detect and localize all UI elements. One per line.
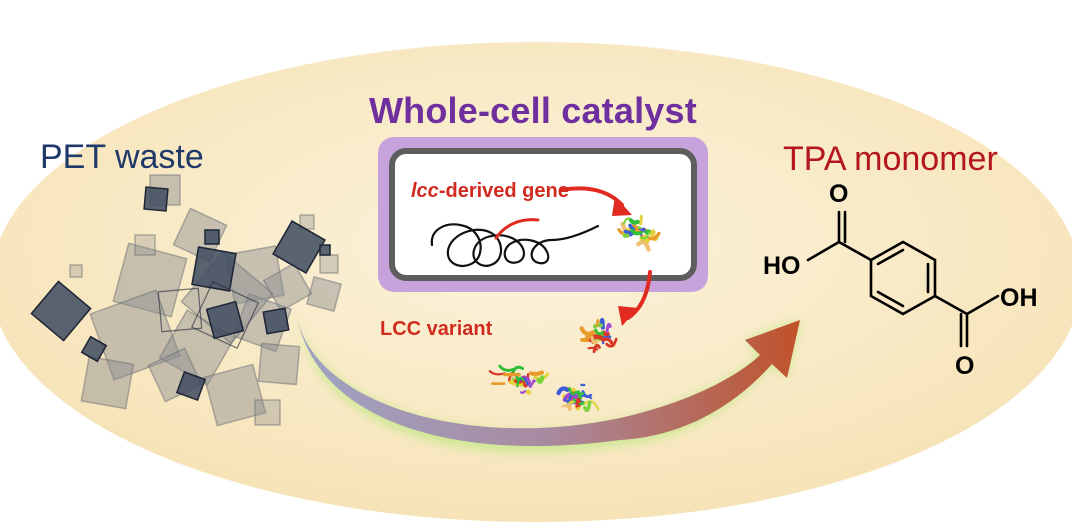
enzyme-protein-icon <box>488 364 550 395</box>
enzyme-protein-icon <box>579 317 618 354</box>
red-arrowhead-icon <box>612 196 638 326</box>
enzyme-group <box>488 214 661 413</box>
gene-italic: lcc <box>411 180 439 202</box>
pet-waste-label: PET waste <box>40 138 204 176</box>
whole-cell-catalyst-title: Whole-cell catalyst <box>369 90 697 131</box>
enzyme-protein-icon <box>617 214 661 252</box>
cell-wall <box>389 148 697 281</box>
tpa-monomer-label: TPA monomer <box>783 140 998 178</box>
conversion-arrow <box>296 310 800 453</box>
dna-strand-icon <box>430 218 600 267</box>
atom-oh: OH <box>1000 284 1038 312</box>
gene-label: lcc-derived gene <box>411 180 569 203</box>
atom-o-top: O <box>829 180 849 208</box>
gene-rest: -derived gene <box>438 180 569 202</box>
pet-fragment-icon <box>30 174 343 427</box>
tpa-molecule-icon <box>806 210 1000 348</box>
atom-ho: HO <box>763 252 801 280</box>
atom-o-bottom: O <box>955 352 975 380</box>
lcc-variant-label: LCC variant <box>380 318 493 340</box>
enzyme-protein-icon <box>556 383 600 413</box>
